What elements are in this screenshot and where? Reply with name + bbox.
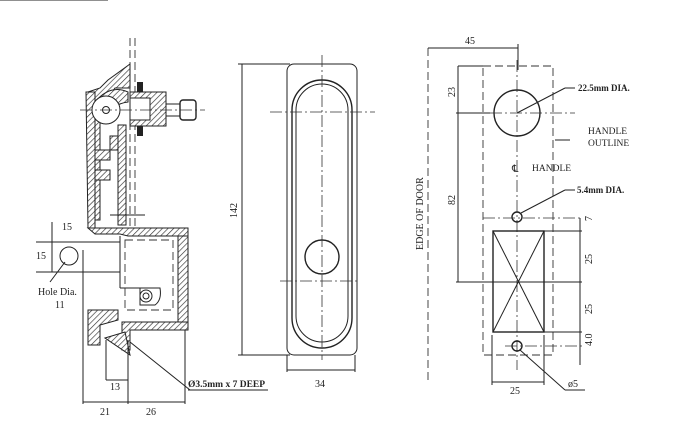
dim-7: 7 <box>584 216 595 221</box>
dim-hole-width: 15 <box>62 222 72 233</box>
cutout-view <box>427 44 585 391</box>
handle-outline-label-2: OUTLINE <box>588 139 629 149</box>
dim-25b: 25 <box>584 304 595 314</box>
dim-4: 4.0 <box>584 334 595 347</box>
dim-height-142: 142 <box>229 203 240 218</box>
drill-note: Ø3.5mm x 7 DEEP <box>188 380 265 390</box>
dim-23: 23 <box>447 87 458 97</box>
front-view <box>238 55 375 372</box>
centerline-handle-label: HANDLE <box>532 164 571 174</box>
small-hole-label: 5.4mm DIA. <box>577 185 624 195</box>
dim-bottom-25: 25 <box>510 386 520 397</box>
dim-hole-height: 15 <box>36 251 46 262</box>
dim-82: 82 <box>447 195 458 205</box>
dim-21: 21 <box>100 407 110 418</box>
hole-dia-label: Hole Dia. <box>38 287 77 298</box>
dim-45: 45 <box>465 36 475 47</box>
hole-dia-value: 11 <box>55 300 65 311</box>
dim-26: 26 <box>146 407 156 418</box>
handle-outline-label-1: HANDLE <box>588 127 627 137</box>
dim-25a: 25 <box>584 254 595 264</box>
centerline-symbol: ℄ <box>511 164 519 175</box>
big-hole-label: 22.5mm DIA. <box>578 83 630 93</box>
dim-width-34: 34 <box>315 379 325 390</box>
dim-13: 13 <box>110 382 120 393</box>
edge-of-door-label: EDGE OF DOOR <box>415 177 426 250</box>
side-section-view <box>0 0 268 404</box>
bottom-hole-label: ø5 <box>568 379 578 390</box>
